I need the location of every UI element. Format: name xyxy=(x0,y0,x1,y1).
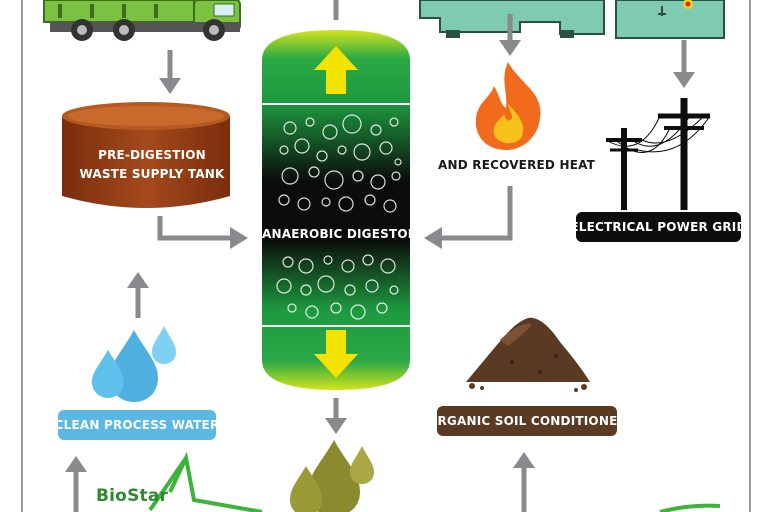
heat-label: AND RECOVERED HEAT xyxy=(438,158,596,172)
grid-label: ELECTRICAL POWER GRID xyxy=(570,212,746,242)
power-pole-icon xyxy=(605,98,711,210)
logo-swoosh-icon xyxy=(659,503,721,512)
digestor-vessel-icon xyxy=(262,30,410,390)
tank-label-line1: PRE-DIGESTION xyxy=(98,148,206,162)
arrowhead xyxy=(65,456,87,472)
digestate-drops-icon xyxy=(290,440,374,512)
arrowhead xyxy=(499,40,521,56)
tank-label: PRE-DIGESTION WASTE SUPPLY TANK xyxy=(72,146,232,184)
soil-label: ORGANIC SOIL CONDITIONER xyxy=(427,406,627,436)
water-label: CLEAN PROCESS WATER xyxy=(55,410,219,440)
arrowhead xyxy=(159,78,181,94)
waste-truck-icon xyxy=(43,0,241,41)
arrowhead xyxy=(673,72,695,88)
arrowhead xyxy=(424,227,442,249)
arrowhead xyxy=(325,418,347,434)
waste-tank-icon xyxy=(62,102,230,208)
arrowhead xyxy=(230,227,248,249)
biostar-logo-icon xyxy=(148,451,263,512)
water-drops-icon xyxy=(92,326,176,402)
digestor-label: ANAEROBIC DIGESTOR xyxy=(262,227,418,241)
arrow-heat-to-digestor xyxy=(440,186,513,241)
flame-icon xyxy=(475,62,541,150)
soil-pile-icon xyxy=(466,317,590,392)
control-panel-icon xyxy=(615,0,725,39)
logo-text: BioStar xyxy=(96,486,169,506)
arrow-tank-to-digestor xyxy=(157,216,232,241)
arrowhead xyxy=(127,272,149,288)
tank-label-line2: WASTE SUPPLY TANK xyxy=(79,167,225,181)
arrowhead xyxy=(513,452,535,468)
